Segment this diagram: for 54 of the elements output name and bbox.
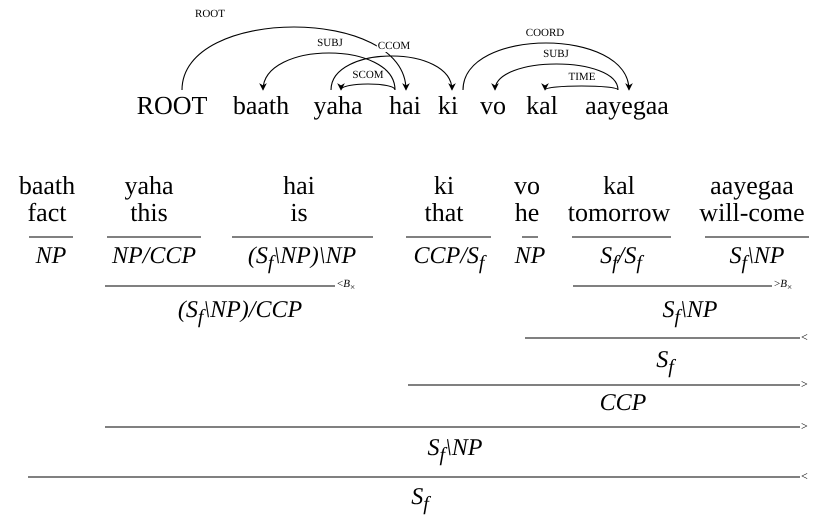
category-label: S$_{f}$\NP — [662, 298, 718, 327]
category-label: S$_{f}$/S$_{f}$ — [600, 244, 642, 273]
combinator-label: > — [801, 378, 808, 390]
gloss-label: tomorrow — [568, 200, 670, 226]
word-label: vo — [514, 173, 540, 199]
gloss-label: this — [130, 200, 168, 226]
gloss-label: is — [290, 200, 308, 226]
combinator-label: <B$_{×}$ — [337, 278, 356, 292]
category-label: S$_{f}$ — [411, 485, 429, 514]
category-label: NP/CCP — [112, 244, 196, 268]
category-label: S$_{f}$\NP — [730, 244, 784, 273]
dependency-arc — [181, 26, 408, 91]
category-label: (S$_{f}$\NP)/CCP — [178, 298, 302, 327]
dependency-arc — [260, 52, 396, 91]
gloss-label: he — [514, 200, 540, 226]
word: ROOT — [136, 92, 208, 120]
combinator-label: >B$_{×}$ — [774, 278, 792, 292]
word: hai — [389, 92, 421, 120]
edge-label: COORD — [524, 27, 566, 39]
edge-label: ROOT — [194, 8, 226, 20]
dependency-arc — [544, 82, 618, 90]
category-label: NP — [514, 244, 546, 268]
word: ki — [438, 92, 458, 120]
edge-label: SUBJ — [316, 37, 344, 49]
category-label: S$_{f}$\NP — [428, 436, 482, 465]
word: aayegaa — [585, 92, 669, 120]
word-label: baath — [18, 173, 76, 199]
dependency-arc — [462, 42, 632, 91]
dependency-arc — [493, 63, 619, 91]
edge-label: SCOM — [351, 69, 385, 81]
combinator-label: > — [801, 420, 808, 432]
word-label: ki — [434, 173, 454, 199]
category-label: (S$_{f}$\NP)\NP — [248, 244, 356, 273]
word-label: hai — [283, 173, 315, 199]
gloss-label: that — [424, 200, 464, 226]
word: vo — [480, 92, 506, 120]
category-label: S$_{f}$ — [656, 348, 674, 377]
word-label: kal — [603, 173, 635, 199]
combinator-label: < — [801, 331, 808, 343]
category-label: CCP/S$_{f}$ — [414, 244, 484, 273]
word: yaha — [313, 92, 363, 120]
combinator-label: < — [801, 470, 808, 482]
word: baath — [232, 92, 290, 120]
category-label: CCP — [600, 391, 646, 415]
word-label: aayegaa — [710, 173, 794, 199]
word-label: yaha — [124, 173, 174, 199]
edge-label: SUBJ — [542, 48, 570, 60]
word: kal — [526, 92, 558, 120]
gloss-label: will-come — [699, 200, 805, 226]
gloss-label: fact — [28, 200, 66, 226]
dependency-arc — [330, 56, 454, 91]
edge-label: CCOM — [376, 40, 412, 52]
category-label: NP — [36, 244, 66, 268]
edge-label: TIME — [568, 71, 596, 83]
